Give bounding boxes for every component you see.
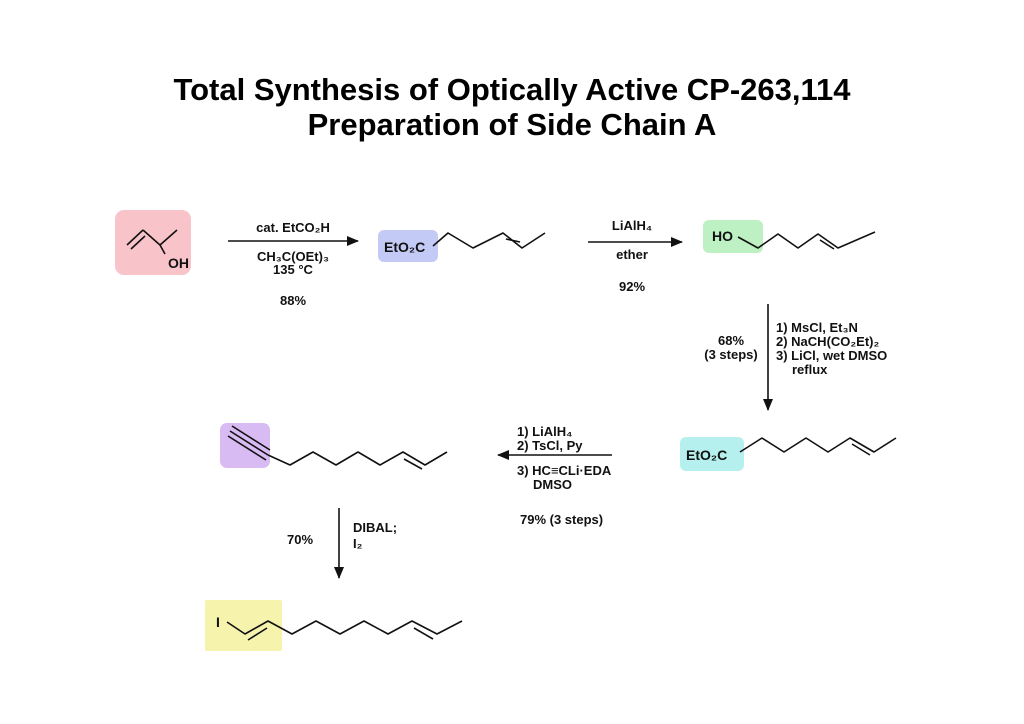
hydroxyl-label: HO — [712, 228, 733, 244]
highlight-box-green — [703, 220, 763, 253]
compound-3-alcohol: HO — [703, 220, 876, 253]
reagent-label: 3) HC≡CLi·EDA — [517, 463, 612, 478]
reagent-label: 2) TsCl, Py — [517, 438, 583, 453]
yield-note: (3 steps) — [704, 347, 757, 362]
compound-4-ester: EtO₂C — [680, 437, 897, 471]
solvent-label: ether — [616, 247, 648, 262]
yield-label: 68% — [718, 333, 744, 348]
ester-label: EtO₂C — [686, 447, 727, 463]
yield-label: 88% — [280, 293, 306, 308]
reagent-label: LiAlH₄ — [612, 218, 652, 233]
highlight-box-cyan — [680, 437, 744, 471]
highlight-box-pink — [115, 210, 191, 275]
compound-6-vinyl-iodide: I — [205, 600, 463, 651]
highlight-box-yellow — [205, 600, 282, 651]
reaction-step-2: LiAlH₄ ether 92% — [588, 218, 683, 294]
compound-1-butenol: OH — [115, 210, 191, 275]
reagent-label: cat. EtCO₂H — [256, 220, 330, 235]
condition-label: 135 °C — [273, 262, 314, 277]
reagent-label: I₂ — [353, 536, 363, 551]
ester-label: EtO₂C — [384, 239, 425, 255]
reagent-label: 3) LiCl, wet DMSO — [776, 348, 887, 363]
reaction-step-5: 70% DIBAL; I₂ — [287, 508, 397, 579]
title-line-1: Total Synthesis of Optically Active CP-2… — [173, 72, 851, 107]
reaction-step-4: 1) LiAlH₄ 2) TsCl, Py 3) HC≡CLi·EDA DMSO… — [497, 424, 612, 527]
iodine-label: I — [216, 614, 220, 630]
reaction-step-3: 68% (3 steps) 1) MsCl, Et₃N 2) NaCH(CO₂E… — [704, 304, 887, 411]
compound-2-ester: EtO₂C — [378, 230, 546, 262]
yield-label: 70% — [287, 532, 313, 547]
compound-5-alkyne — [220, 423, 448, 470]
highlight-box-purple — [220, 423, 270, 468]
condition-label: reflux — [792, 362, 828, 377]
solvent-label: DMSO — [533, 477, 572, 492]
reagent-label: 1) MsCl, Et₃N — [776, 320, 858, 335]
yield-label: 79% (3 steps) — [520, 512, 603, 527]
reagent-label: CH₃C(OEt)₃ — [257, 249, 329, 264]
title-line-2: Preparation of Side Chain A — [308, 107, 717, 142]
reagent-label: 2) NaCH(CO₂Et)₂ — [776, 334, 880, 349]
reaction-step-1: cat. EtCO₂H CH₃C(OEt)₃ 135 °C 88% — [228, 220, 359, 308]
reagent-label: 1) LiAlH₄ — [517, 424, 572, 439]
highlight-box-blue — [378, 230, 438, 262]
reagent-label: DIBAL; — [353, 520, 397, 535]
yield-label: 92% — [619, 279, 645, 294]
hydroxyl-label: OH — [168, 255, 189, 271]
